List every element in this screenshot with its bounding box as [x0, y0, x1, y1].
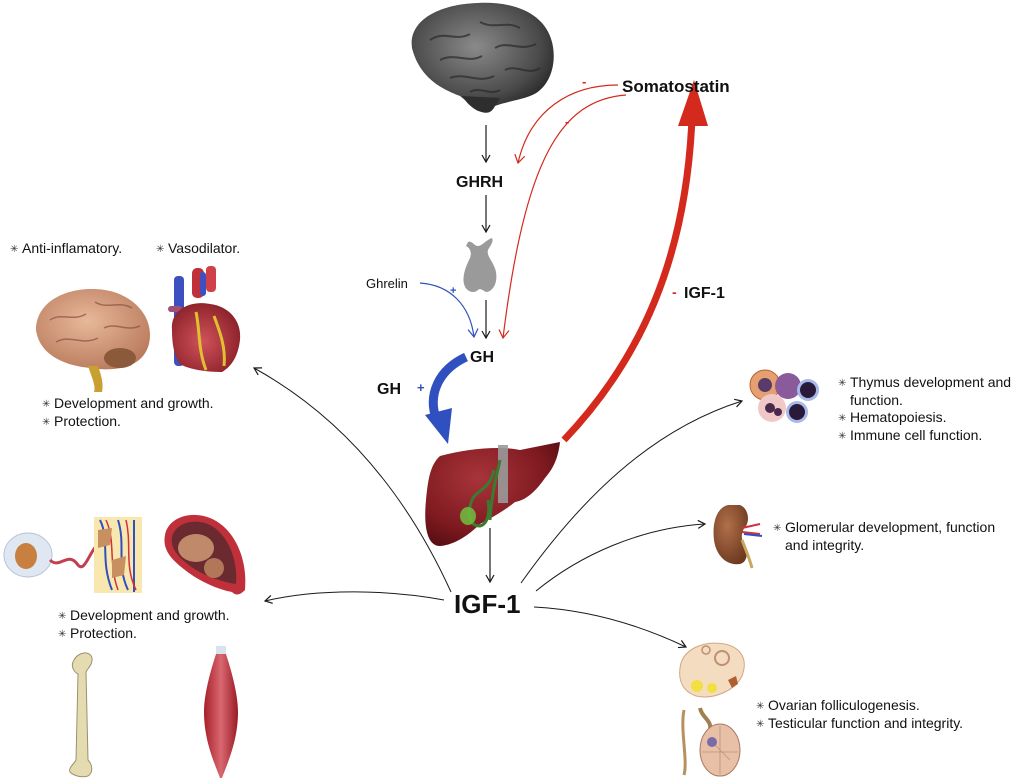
label-igf1-feedback: IGF-1: [684, 285, 725, 302]
note-immune-effects: ✳Thymus development and function. ✳Hemat…: [838, 374, 1011, 445]
femur-bone-icon: [69, 652, 93, 778]
sign-igf1-feedback: -: [672, 284, 677, 300]
stimulation-arrow-ghrelin-to-gh: [419, 282, 479, 339]
sign-somatostatin-to-ghrh: -: [582, 74, 586, 89]
note-reproductive-effects: ✳Ovarian folliculogenesis. ✳Testicular f…: [756, 697, 963, 733]
bullet-icon: ✳: [156, 244, 165, 255]
note-text: and integrity.: [785, 537, 865, 553]
bullet-icon: ✳: [756, 719, 765, 730]
note-renal-effects: ✳Glomerular development, function and in…: [773, 519, 995, 554]
ovary-icon: [679, 642, 745, 698]
arrow-igf1-to-brain-heart: [252, 367, 452, 593]
note-text: Immune cell function.: [850, 427, 983, 443]
note-cardio-neuro-effects: ✳Development and growth. ✳Protection.: [42, 395, 214, 431]
label-ghrh: GHRH: [456, 174, 503, 191]
note-text: Development and growth.: [70, 607, 230, 623]
testis-icon: [681, 707, 741, 777]
arrow-igf1-to-fetal: [263, 591, 445, 604]
note-text: Vasodilator.: [168, 240, 241, 256]
bullet-icon: ✳: [58, 629, 67, 640]
label-igf1-main: IGF-1: [454, 589, 520, 619]
note-fetal-effects: ✳Development and growth. ✳Protection.: [58, 607, 230, 643]
blood-cells-icon: [749, 369, 819, 423]
note-text: Protection.: [54, 413, 121, 429]
bullet-icon: ✳: [838, 378, 847, 389]
note-text: Protection.: [70, 625, 137, 641]
arrow-igf1-to-reproductive: [533, 606, 688, 649]
inhibition-arrow-somatostatin-to-gh: [498, 94, 627, 340]
note-text: Thymus development and: [850, 374, 1012, 390]
placenta-icon: [3, 517, 142, 593]
bullet-icon: ✳: [838, 431, 847, 442]
fetus-in-uterus-icon: [164, 514, 246, 595]
heart-icon: [168, 266, 241, 372]
note-text: function.: [850, 392, 903, 408]
note-text: Ovarian folliculogenesis.: [768, 697, 920, 713]
arrow-igf1-to-immune: [520, 398, 744, 584]
label-gh-liver: GH: [377, 381, 401, 398]
note-text: Testicular function and integrity.: [768, 715, 964, 731]
bullet-icon: ✳: [773, 523, 782, 534]
brain-gray-icon: [411, 2, 554, 113]
bullet-icon: ✳: [838, 413, 847, 424]
label-gh-pituitary: GH: [470, 349, 494, 366]
bullet-icon: ✳: [58, 611, 67, 622]
note-text: Glomerular development, function: [785, 519, 996, 535]
bullet-icon: ✳: [42, 399, 51, 410]
muscle-icon: [204, 646, 238, 778]
note-text: Hematopoiesis.: [850, 409, 947, 425]
arrow-igf1-to-kidney: [535, 519, 707, 592]
label-somatostatin: Somatostatin: [622, 77, 730, 96]
bullet-icon: ✳: [10, 244, 19, 255]
sign-gh-to-liver: +: [417, 380, 425, 395]
bullet-icon: ✳: [756, 701, 765, 712]
note-vasodilator: ✳Vasodilator.: [156, 240, 240, 258]
stimulation-arrow-gh-to-liver: [425, 352, 469, 444]
note-text: Anti-inflamatory.: [22, 240, 123, 256]
inhibition-arrow-igf1-to-somatostatin: [561, 80, 708, 443]
inhibition-arrow-somatostatin-to-ghrh: [514, 84, 619, 165]
sign-somatostatin-to-gh: -: [565, 114, 569, 129]
brain-color-icon: [36, 289, 150, 392]
sign-ghrelin-to-gh: +: [450, 285, 456, 297]
pituitary-gland-icon: [463, 238, 497, 292]
note-anti-inflammatory: ✳Anti-inflamatory.: [10, 240, 122, 258]
liver-icon: [425, 442, 560, 546]
kidney-icon: [713, 505, 763, 569]
note-text: Development and growth.: [54, 395, 214, 411]
label-ghrelin: Ghrelin: [366, 276, 408, 291]
bullet-icon: ✳: [42, 417, 51, 428]
